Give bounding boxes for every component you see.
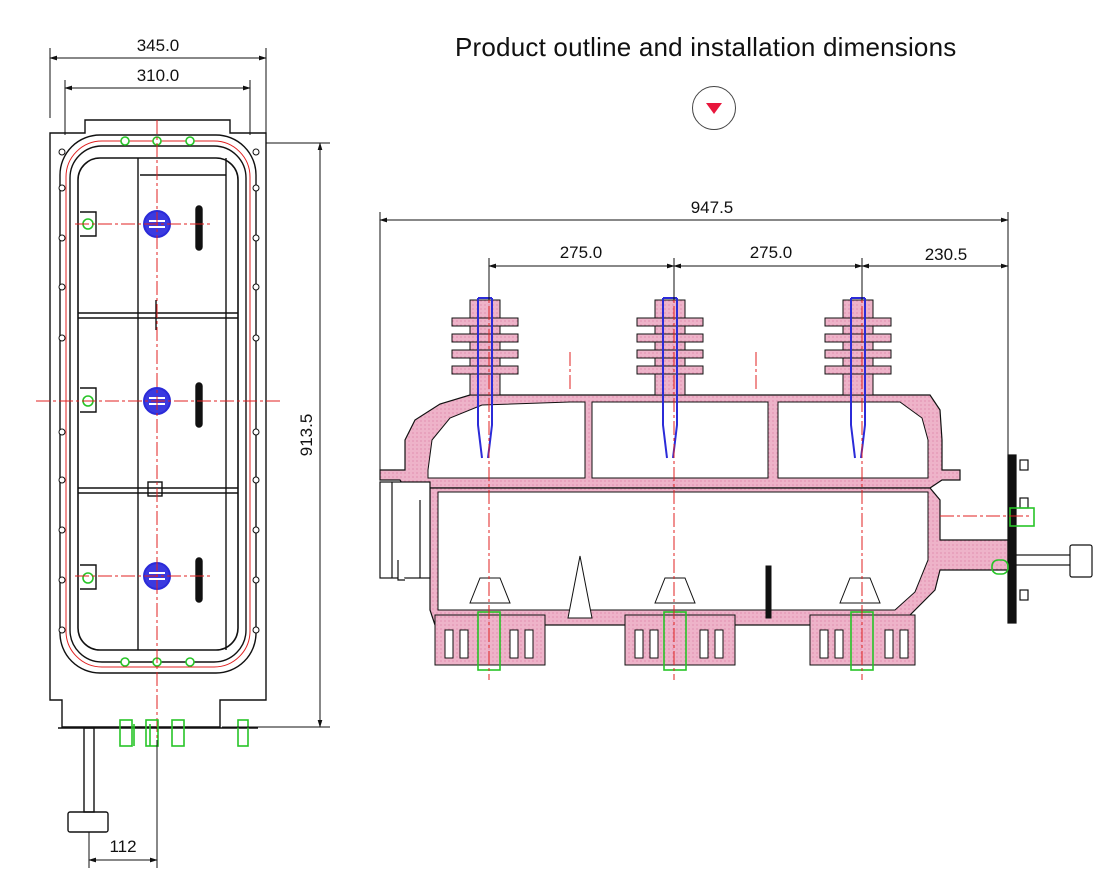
side-outer-frame — [59, 134, 257, 674]
side-view — [36, 119, 282, 833]
dim-pitch-2: 275.0 — [750, 243, 793, 262]
dim-handle-offset: 112 — [109, 837, 136, 856]
page-title: Product outline and installation dimensi… — [455, 32, 957, 62]
side-bolt-holes — [58, 148, 260, 634]
dim-end-offset: 230.5 — [925, 245, 968, 264]
side-outer-plate — [49, 119, 267, 728]
front-view — [379, 260, 1093, 680]
dim-overall-length: 947.5 — [691, 198, 734, 217]
front-bushings — [451, 299, 892, 396]
dim-height: 913.5 — [297, 414, 316, 457]
dim-inner-width: 310.0 — [137, 66, 180, 85]
side-centerlines — [36, 120, 282, 740]
side-dimensions — [49, 48, 330, 868]
collapse-toggle-button[interactable] — [692, 86, 736, 130]
triangle-down-icon — [706, 103, 722, 114]
dim-pitch-1: 275.0 — [560, 243, 603, 262]
dim-overall-width: 345.0 — [137, 36, 180, 55]
front-dimensions — [379, 212, 1009, 470]
